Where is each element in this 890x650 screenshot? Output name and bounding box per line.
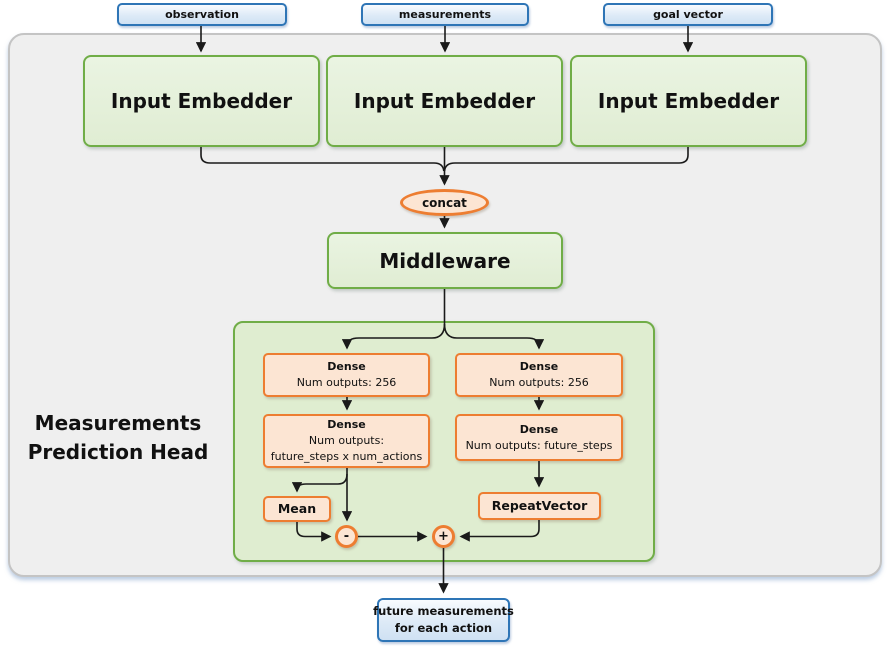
input-label-observation: observation (165, 8, 239, 21)
input-label-measurements: measurements (398, 8, 492, 21)
dense-left-1-outputs: Num outputs: 256 (296, 376, 397, 389)
mean-label: Mean (277, 500, 317, 516)
dense-right-1: Dense Num outputs: 256 (455, 353, 623, 397)
dense-left-2-outputs-2: future_steps x num_actions (270, 449, 423, 463)
dense-right-1-title: Dense (519, 360, 559, 374)
output-label-line1: future measurements (373, 603, 514, 618)
mean-box: Mean (263, 496, 331, 522)
concat-label: concat (422, 195, 467, 210)
dense-right-1-outputs: Num outputs: 256 (489, 376, 589, 389)
minus-operator-node: - (335, 525, 358, 548)
plus-operator-glyph: + (438, 529, 449, 544)
input-embedder-1: Input Embedder (83, 55, 320, 147)
dense-right-2: Dense Num outputs: future_steps (455, 414, 623, 461)
concat-node: concat (400, 189, 489, 216)
middleware-box: Middleware (327, 232, 563, 289)
dense-left-2-title: Dense (327, 418, 366, 432)
input-embedder-3-label: Input Embedder (597, 89, 780, 113)
repeat-vector-label: RepeatVector (491, 497, 588, 513)
dense-right-2-outputs: Num outputs: future_steps (465, 438, 613, 452)
input-embedder-1-label: Input Embedder (110, 89, 293, 113)
output-label-line2: for each action (394, 621, 493, 635)
input-box-goal-vector: goal vector (603, 3, 773, 26)
input-embedder-2: Input Embedder (326, 55, 563, 147)
dense-left-2: Dense Num outputs: future_steps x num_ac… (263, 414, 430, 468)
input-embedder-2-label: Input Embedder (353, 89, 536, 113)
middleware-label: Middleware (379, 248, 511, 273)
dense-left-1: Dense Num outputs: 256 (263, 353, 430, 397)
dense-right-2-title: Dense (519, 422, 559, 436)
output-box: future measurements for each action (373, 598, 514, 642)
input-label-goal-vector: goal vector (653, 8, 723, 21)
input-box-observation: observation (117, 3, 287, 26)
input-embedder-3: Input Embedder (570, 55, 807, 147)
dense-left-1-title: Dense (327, 360, 366, 374)
minus-operator-glyph: - (343, 529, 350, 544)
plus-operator-node: + (432, 525, 455, 548)
repeat-vector-box: RepeatVector (478, 492, 601, 520)
head-title: Measurements Prediction Head (27, 411, 209, 464)
input-box-measurements: measurements (361, 3, 529, 26)
dense-left-2-outputs: Num outputs: (308, 434, 385, 448)
